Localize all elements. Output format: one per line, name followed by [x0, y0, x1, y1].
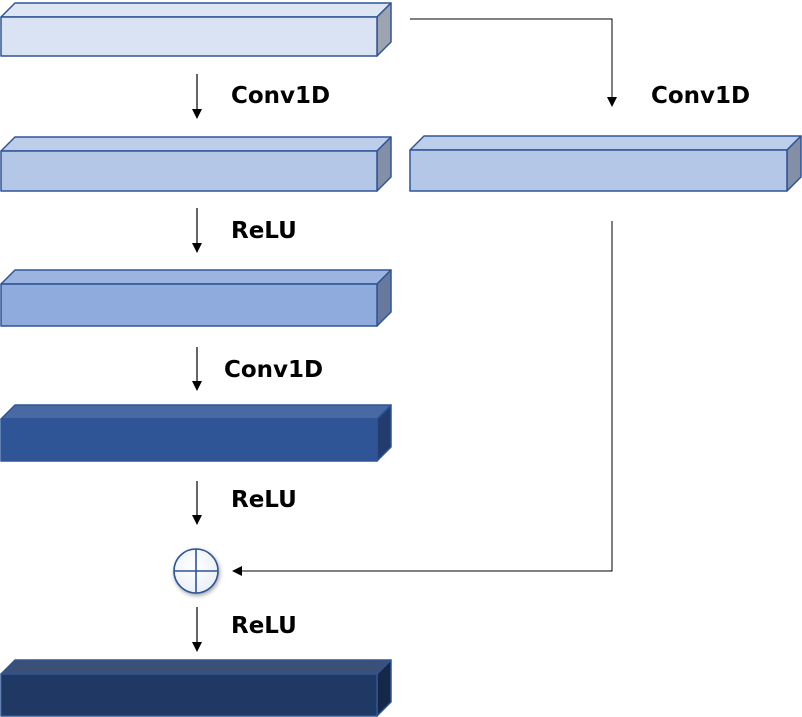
- relu-output-block: [0, 269, 392, 327]
- skip-conv1d-block: [409, 135, 802, 192]
- output-block: [0, 659, 392, 717]
- label-relu-2: ReLU: [231, 487, 297, 513]
- skip-connector-out: [232, 221, 613, 576]
- input-block: [0, 2, 392, 57]
- label-conv1d-skip: Conv1D: [651, 83, 750, 109]
- skip-connector-in: [410, 18, 617, 107]
- second-conv1d-output-block: [0, 404, 392, 462]
- label-relu-3: ReLU: [231, 613, 297, 639]
- label-relu-1: ReLU: [231, 218, 297, 244]
- conv1d-output-block: [0, 136, 392, 192]
- label-conv1d-main-1: Conv1D: [231, 83, 330, 109]
- label-conv1d-main-2: Conv1D: [224, 357, 323, 383]
- add-node-icon: [173, 548, 219, 594]
